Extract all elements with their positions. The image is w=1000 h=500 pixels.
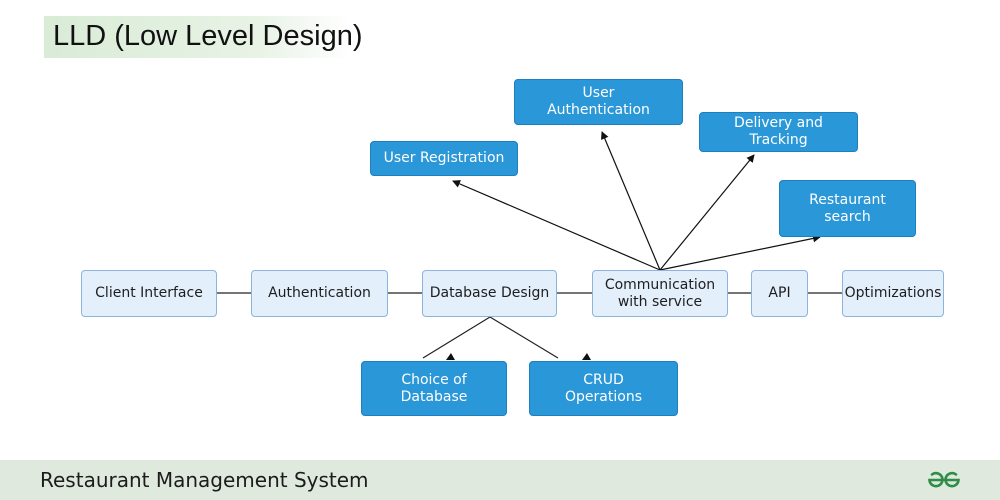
node-choice-of-database: Choice of Database — [361, 361, 507, 416]
node-client-interface: Client Interface — [81, 270, 217, 317]
footer-title: Restaurant Management System — [40, 468, 369, 492]
arrowhead-choice — [446, 353, 455, 360]
node-user-registration: User Registration — [370, 141, 518, 176]
diagram-connectors — [217, 131, 842, 360]
edge-database-choice — [422, 316, 491, 359]
arrow-to-user-authentication — [601, 131, 661, 271]
title-highlight — [44, 16, 350, 58]
node-database-design: Database Design — [422, 270, 557, 317]
node-optimizations: Optimizations — [842, 270, 944, 317]
node-user-authentication: User Authentication — [514, 79, 683, 125]
page-title: LLD (Low Level Design) — [53, 20, 363, 52]
node-delivery-and-tracking: Delivery and Tracking — [699, 112, 858, 152]
node-authentication: Authentication — [251, 270, 388, 317]
arrow-to-restaurant-search — [659, 234, 821, 271]
arrow-to-delivery-tracking — [659, 154, 755, 271]
arrow-to-user-registration — [452, 180, 661, 271]
node-restaurant-search: Restaurant search — [779, 180, 916, 237]
arrowhead-crud — [582, 353, 591, 360]
node-communication-with-service: Communication with service — [592, 270, 728, 317]
node-crud-operations: CRUD Operations — [529, 361, 678, 416]
footer-band — [0, 460, 1000, 500]
edge-database-crud — [489, 316, 559, 359]
geeksforgeeks-logo-icon — [928, 471, 960, 488]
node-api: API — [751, 270, 808, 317]
